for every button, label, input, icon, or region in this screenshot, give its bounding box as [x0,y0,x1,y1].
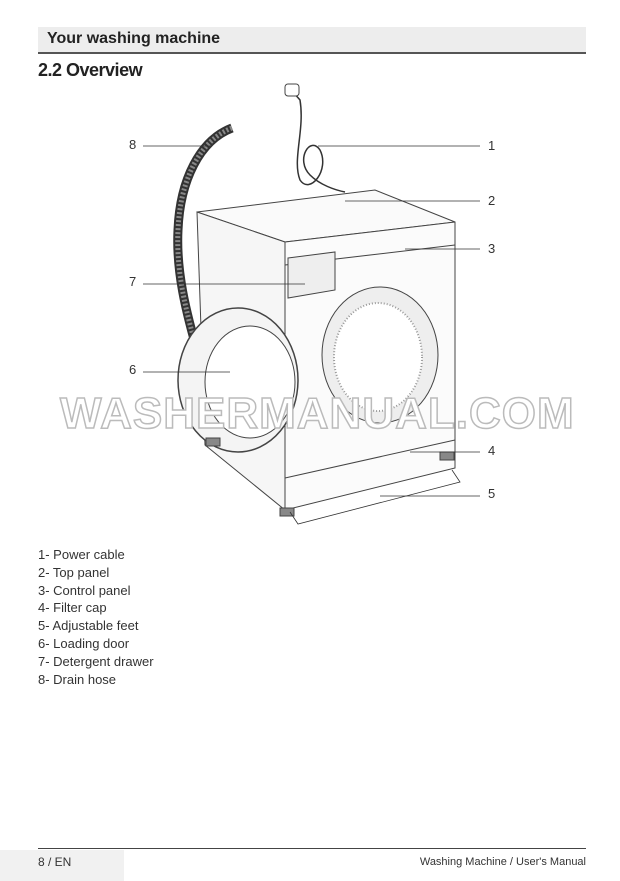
parts-list: 1- Power cable 2- Top panel 3- Control p… [38,546,154,688]
list-item: 1- Power cable [38,547,125,562]
section-header: Your washing machine [38,27,586,54]
foot [279,507,295,517]
leader-lines [143,145,480,525]
washing-machine-diagram [143,83,480,525]
callout-8: 8 [129,137,137,152]
foot [439,451,455,461]
watermark: WASHERMANUAL.COM [59,389,575,438]
callout-7: 7 [129,274,137,289]
callout-4: 4 [488,443,496,458]
foot [205,437,221,447]
list-item: 8- Drain hose [38,671,117,687]
footer-doc-title: Washing Machine / User's Manual [419,856,586,868]
section-title: Your washing machine [47,30,221,47]
list-item: 6- Loading door [38,635,130,651]
power-cable [284,83,346,193]
detergent-drawer [287,251,336,299]
callout-1: 1 [488,138,496,153]
page-number: 8 / EN [38,855,72,869]
callout-2: 2 [488,193,496,208]
page-number-box [0,850,124,881]
list-item: 4- Filter cap [38,600,107,616]
callout-6: 6 [129,362,137,377]
list-item: 7- Detergent drawer [38,653,154,669]
list-item: 3- Control panel [38,582,131,598]
footer-divider [38,848,586,849]
loading-door [177,307,299,453]
list-item: 5- Adjustable feet [38,618,139,634]
list-item: 2- Top panel [38,564,110,580]
drain-hose [173,123,234,362]
callout-3: 3 [488,241,496,256]
page-title: 2.2 Overview [38,60,143,80]
callout-5: 5 [488,486,496,501]
